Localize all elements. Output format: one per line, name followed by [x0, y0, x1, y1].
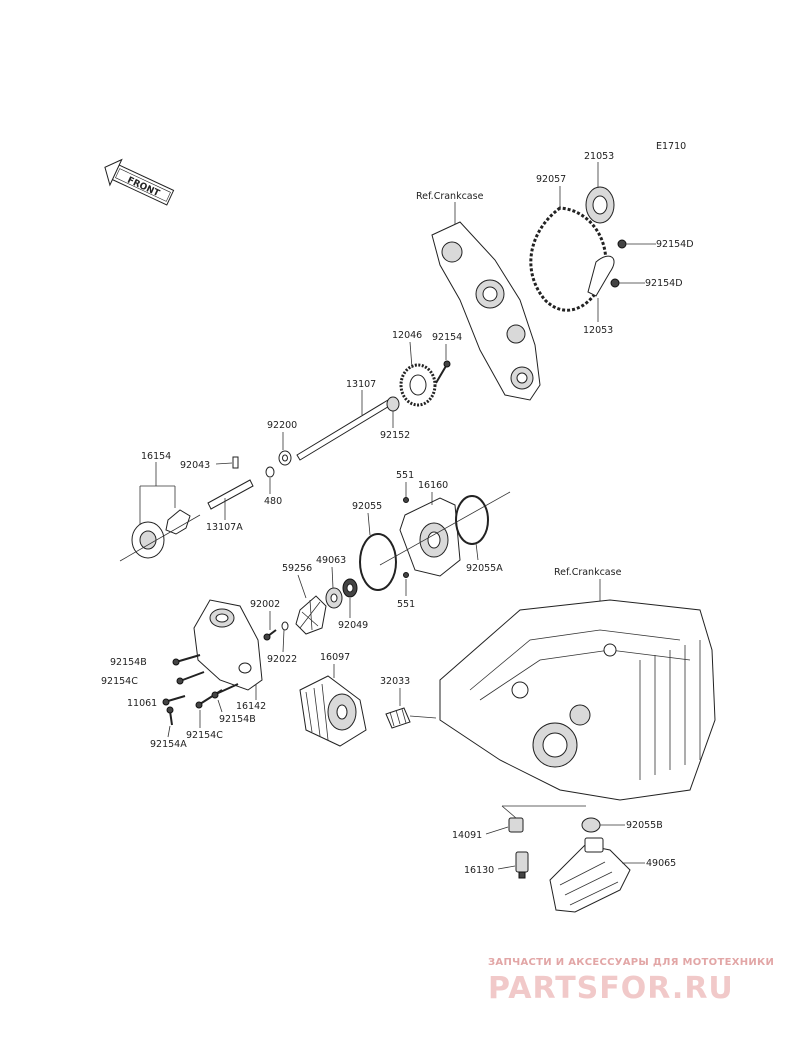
watermark-tagline: ЗАПЧАСТИ И АКСЕССУАРЫ ДЛЯ МОТОТЕХНИКИ [488, 957, 774, 968]
part-label: 92055 [352, 501, 382, 512]
part-label: 92049 [338, 620, 368, 631]
part-label: 12046 [392, 330, 422, 341]
part-label: 32033 [380, 676, 410, 687]
part-label: 92055B [626, 820, 663, 831]
crankcase-body [439, 599, 716, 801]
crankcase-cover [431, 221, 541, 401]
o-ring-92055a [455, 495, 489, 545]
part-label: 92154A [150, 739, 187, 750]
bolt-92154d [617, 239, 656, 249]
circlip-480 [265, 466, 275, 478]
shaft-13107a [207, 479, 254, 510]
front-arrow-icon: FRONT [104, 158, 175, 206]
bolt-92154b [172, 654, 201, 666]
shaft-13107 [296, 399, 392, 461]
sprocket-21053 [585, 186, 615, 224]
collar-92152 [386, 396, 400, 412]
fitting-32033 [385, 707, 411, 729]
diagram-code: E1710 [656, 141, 686, 152]
dowel-551 [403, 572, 409, 578]
part-label: 11061 [127, 698, 157, 709]
impeller-16154 [131, 509, 191, 559]
cap-14091 [508, 817, 524, 833]
part-label: 92057 [536, 174, 566, 185]
sensor-16130 [515, 851, 529, 879]
part-label: 16154 [141, 451, 171, 462]
o-ring-92055b [581, 817, 601, 833]
seal-92049 [342, 578, 358, 598]
bolt-92154b [211, 683, 239, 699]
part-label: 92154D [645, 278, 683, 289]
part-label: 92002 [250, 599, 280, 610]
part-label: 16097 [320, 652, 350, 663]
pump-cover-16142 [193, 599, 263, 691]
part-label: 92154D [656, 239, 694, 250]
bolt-92154c [176, 671, 205, 685]
watermark-brand: PARTSFOR.RU [488, 971, 734, 1006]
part-label: 551 [396, 470, 414, 481]
part-label: 13107A [206, 522, 243, 533]
gear-12046 [399, 363, 437, 407]
part-label: 92154C [101, 676, 138, 687]
timing-chain [529, 206, 608, 312]
part-label: 16160 [418, 480, 448, 491]
part-label: 92022 [267, 654, 297, 665]
part-label: 551 [397, 599, 415, 610]
impeller-59256 [295, 595, 327, 635]
part-label: 14091 [452, 830, 482, 841]
part-label: 92154 [432, 332, 462, 343]
dowel-551 [403, 497, 409, 503]
bolt-92154d [610, 278, 645, 288]
part-label: 16130 [464, 865, 494, 876]
part-label: 21053 [584, 151, 614, 162]
part-label: 92152 [380, 430, 410, 441]
part-label: 92043 [180, 460, 210, 471]
washer-92200 [278, 450, 292, 466]
oil-filter-16097 [299, 675, 367, 747]
oil-strainer-49065 [549, 837, 631, 913]
part-label: 92055A [466, 563, 503, 574]
washer-92022 [281, 621, 289, 631]
part-label: 49065 [646, 858, 676, 869]
bolt-92154 [435, 360, 451, 384]
part-label: 92200 [267, 420, 297, 431]
part-label: 12053 [583, 325, 613, 336]
part-label: 13107 [346, 379, 376, 390]
bolt-92154a [166, 706, 174, 726]
pin-92043 [232, 456, 239, 469]
pipe-11061 [162, 695, 186, 706]
bolt-92002 [263, 629, 277, 641]
part-label: 92154B [219, 714, 256, 725]
part-label: 92154B [110, 657, 147, 668]
ref-label-top: Ref.Crankcase [416, 191, 484, 202]
part-label: 480 [264, 496, 282, 507]
part-label: 92154C [186, 730, 223, 741]
part-label: 59256 [282, 563, 312, 574]
part-label: 49063 [316, 555, 346, 566]
seal-49063 [325, 587, 343, 609]
chain-guide-12053 [587, 255, 615, 297]
part-label: 16142 [236, 701, 266, 712]
ref-label-bottom: Ref.Crankcase [554, 567, 622, 578]
o-ring-92055 [359, 533, 397, 591]
